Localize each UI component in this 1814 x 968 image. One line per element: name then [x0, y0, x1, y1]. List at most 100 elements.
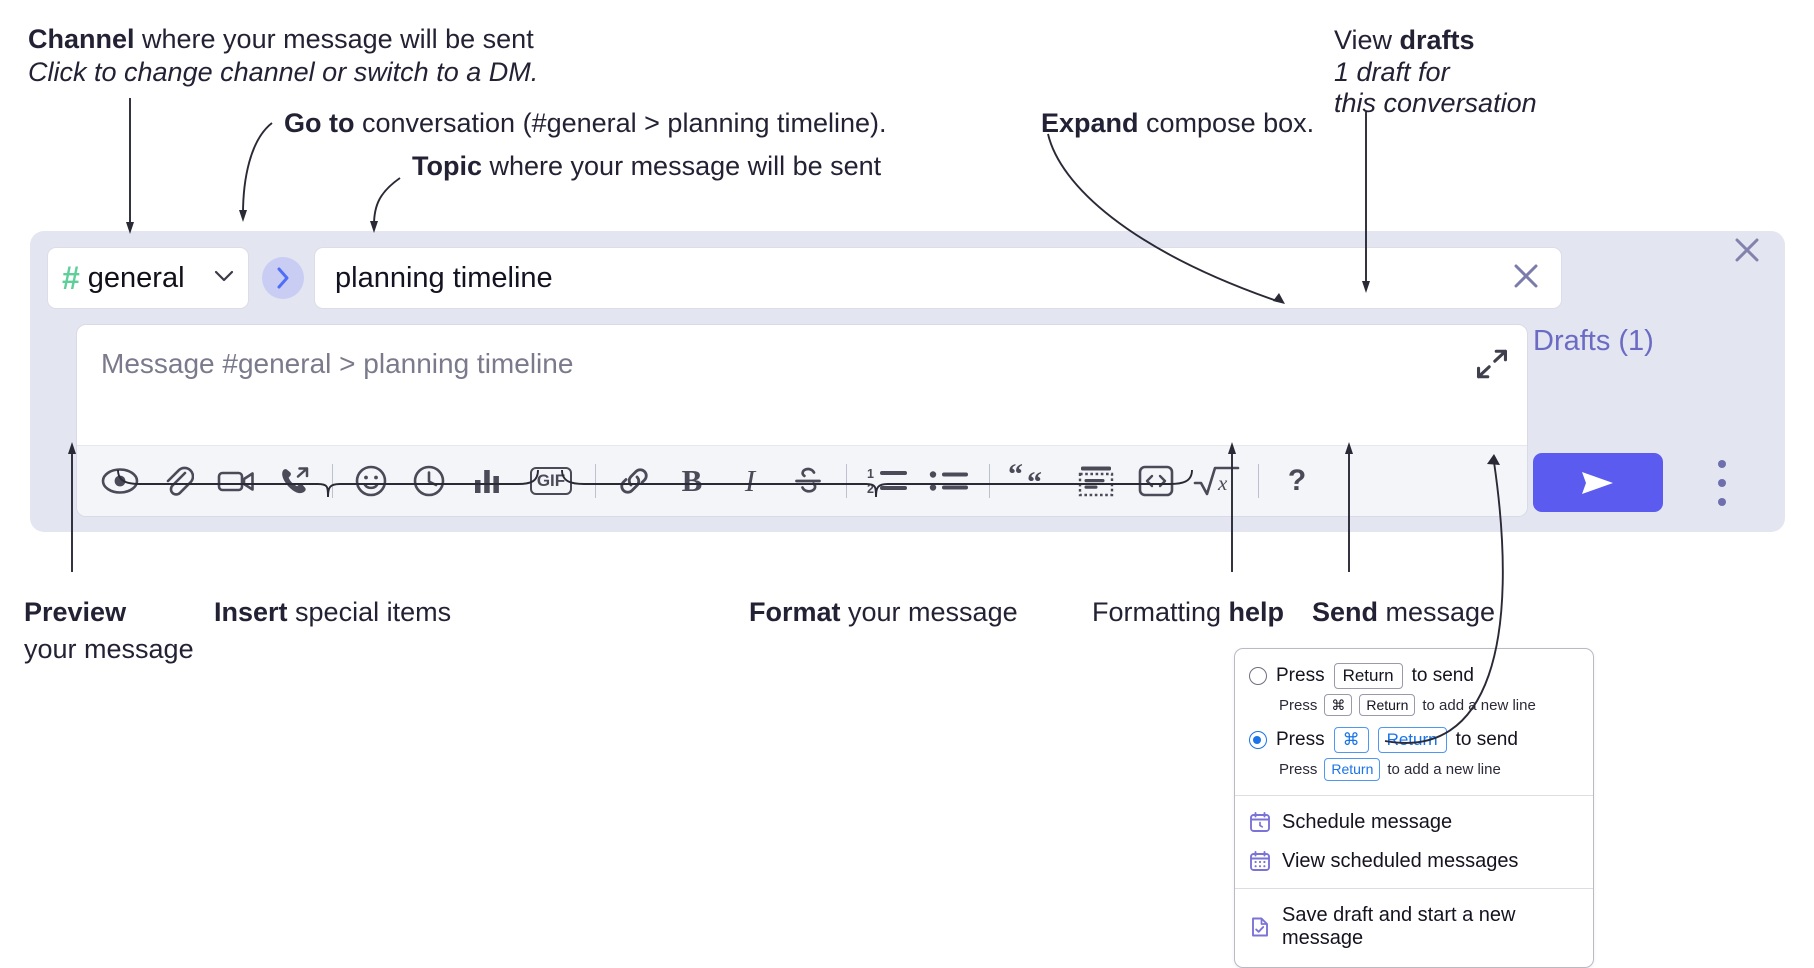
menu-item-label: Schedule message: [1282, 810, 1453, 833]
math-icon[interactable]: x: [1185, 452, 1249, 510]
goto-conversation-button[interactable]: [262, 257, 304, 299]
radio-unselected-icon[interactable]: [1249, 667, 1267, 686]
inline-code-icon[interactable]: [1127, 452, 1185, 510]
poll-bar-chart-icon[interactable]: [458, 452, 516, 510]
divider: [332, 464, 333, 498]
attachment-icon[interactable]: [149, 452, 207, 510]
option-press-label: Press: [1276, 729, 1325, 751]
annotation-goto: Go to conversation (#general > planning …: [284, 108, 887, 138]
annotation-drafts: View drafts: [1334, 25, 1475, 55]
expand-icon[interactable]: [1475, 347, 1509, 381]
key-return: Return: [1324, 758, 1381, 781]
annotation-preview: Preview: [24, 597, 127, 627]
video-camera-icon[interactable]: [207, 452, 265, 510]
option-return-to-send-sub: Press ⌘ Return to add a new line: [1235, 691, 1593, 719]
annotation-topic: Topic where your message will be sent: [412, 151, 882, 181]
emoji-icon[interactable]: [342, 452, 400, 510]
annotation-send: Send message: [1312, 597, 1496, 627]
key-return: Return: [1377, 727, 1447, 754]
key-command: ⌘: [1333, 727, 1369, 754]
gif-label: GIF: [529, 467, 573, 495]
message-placeholder: Message #general > planning timeline: [101, 348, 574, 379]
message-input-card[interactable]: Message #general > planning timeline: [76, 324, 1528, 517]
call-forward-icon[interactable]: [265, 452, 323, 510]
annotation-format: Format your message: [749, 597, 1018, 627]
bold-icon[interactable]: B: [663, 452, 721, 510]
code-block-icon[interactable]: [1065, 452, 1127, 510]
menu-item-label: View scheduled messages: [1282, 849, 1519, 872]
clock-icon[interactable]: [400, 452, 458, 510]
svg-text:2: 2: [867, 482, 874, 496]
topic-clear-icon[interactable]: [1509, 259, 1543, 298]
send-shortcut-options: Press Return to send Press ⌘ Return to a…: [1235, 649, 1593, 795]
sub-tail-label: to add a new line: [1387, 760, 1501, 778]
formatting-toolbar: GIF B I: [77, 445, 1527, 516]
close-icon: [1735, 238, 1759, 262]
annotation-channel-sub: Click to change channel or switch to a D…: [28, 57, 539, 87]
blockquote-icon[interactable]: “ “: [999, 452, 1065, 510]
formatting-help-icon[interactable]: ?: [1268, 452, 1326, 510]
channel-selector[interactable]: # general: [47, 247, 249, 309]
help-label: ?: [1287, 464, 1307, 497]
hash-icon: #: [62, 260, 80, 296]
sub-press-label: Press: [1279, 760, 1318, 778]
channel-name: general: [87, 261, 185, 294]
key-command: ⌘: [1324, 694, 1353, 717]
svg-text:x: x: [1217, 471, 1228, 495]
svg-text:“: “: [1008, 464, 1023, 491]
vertical-dots-icon: [1718, 479, 1726, 487]
chevron-down-icon: [214, 268, 234, 288]
radio-selected-icon[interactable]: [1249, 731, 1267, 750]
option-return-to-send[interactable]: Press Return to send: [1235, 661, 1593, 691]
link-icon[interactable]: [605, 452, 663, 510]
key-return: Return: [1359, 694, 1416, 717]
annotation-drafts-sub2: this conversation: [1334, 88, 1537, 118]
divider: [595, 464, 596, 498]
menu-item-schedule-message[interactable]: Schedule message: [1235, 803, 1593, 842]
divider: [1235, 794, 1593, 796]
italic-icon[interactable]: I: [721, 452, 779, 510]
divider: [846, 464, 847, 498]
annotation-help: Formatting help: [1092, 597, 1285, 627]
schedule-group: Schedule message View scheduled messages: [1235, 796, 1593, 888]
compose-options-button[interactable]: [1709, 460, 1735, 506]
send-button[interactable]: [1533, 453, 1663, 512]
topic-value: planning timeline: [335, 261, 553, 294]
divider: [989, 464, 990, 498]
strikethrough-icon[interactable]: [779, 452, 837, 510]
key-return: Return: [1333, 663, 1403, 690]
option-tail-label: to send: [1455, 729, 1518, 751]
annotated-screenshot: Channel where your message will be sent …: [24, 24, 1785, 968]
calendar-clock-icon: [1249, 811, 1271, 833]
sub-tail-label: to add a new line: [1422, 696, 1536, 714]
option-cmd-return-sub: Press Return to add a new line: [1235, 755, 1593, 783]
vertical-dots-icon: [1718, 498, 1726, 506]
preview-icon[interactable]: [91, 452, 149, 510]
annotation-channel: Channel where your message will be sent: [28, 24, 534, 54]
option-press-label: Press: [1276, 665, 1325, 687]
compose-options-menu: Press Return to send Press ⌘ Return to a…: [1234, 648, 1594, 968]
svg-text:1: 1: [867, 467, 874, 481]
ordered-list-icon[interactable]: 1 2: [856, 452, 920, 510]
close-compose-button[interactable]: [1729, 232, 1765, 273]
topic-input[interactable]: planning timeline: [314, 247, 1562, 309]
italic-label: I: [744, 463, 756, 498]
annotation-expand: Expand compose box.: [1041, 108, 1315, 138]
option-tail-label: to send: [1411, 665, 1474, 687]
document-check-icon: [1249, 916, 1271, 938]
gif-icon[interactable]: GIF: [516, 452, 586, 510]
drafts-link[interactable]: Drafts (1): [1533, 325, 1654, 357]
menu-item-save-draft[interactable]: Save draft and start a new message: [1235, 896, 1593, 958]
menu-item-view-scheduled-messages[interactable]: View scheduled messages: [1235, 842, 1593, 881]
menu-item-label: Save draft and start a new message: [1282, 903, 1516, 949]
chevron-right-icon: [277, 267, 289, 289]
sub-press-label: Press: [1279, 696, 1318, 714]
option-cmd-return-to-send[interactable]: Press ⌘ Return to send: [1235, 725, 1593, 755]
vertical-dots-icon: [1718, 460, 1726, 468]
divider: [1258, 464, 1259, 498]
draft-group: Save draft and start a new message: [1235, 889, 1593, 967]
bulleted-list-icon[interactable]: [920, 452, 980, 510]
annotation-drafts-sub1: 1 draft for: [1334, 57, 1450, 87]
bold-label: B: [681, 463, 703, 498]
send-paper-plane-icon: [1582, 471, 1613, 494]
